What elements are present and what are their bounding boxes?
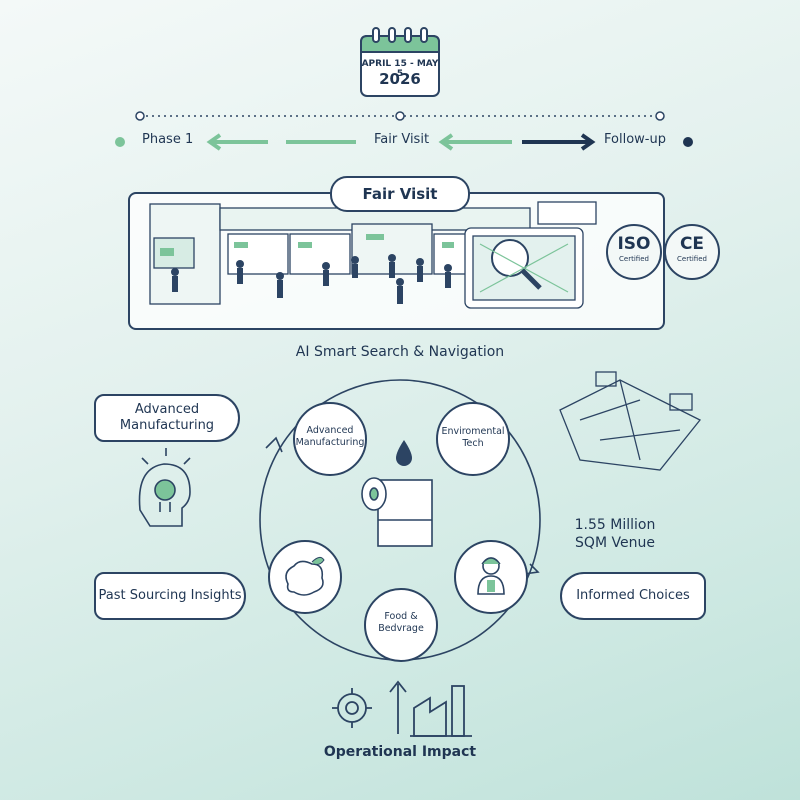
- phase1-dot: [115, 137, 125, 147]
- node-environmental-tech: [436, 402, 510, 476]
- calendar-date-range: APRIL 15 - MAY 5: [361, 59, 439, 79]
- node-advanced-manufacturing-label: Advanced Manufacturing: [295, 425, 365, 448]
- fair-visit-panel: [128, 192, 665, 330]
- exhibition-hall-illustration: [149, 201, 597, 309]
- timeline-fair-visit: Fair Visit: [374, 132, 430, 147]
- arrow-left-green: [206, 133, 356, 151]
- tag-advanced-manufacturing: Advanced Manufacturing: [94, 394, 240, 442]
- iso-badge: ISO Certified: [606, 224, 662, 280]
- node-advanced-manufacturing: [293, 402, 367, 476]
- arrow-left-green-2: [438, 133, 512, 151]
- timeline-dot-start: [135, 111, 145, 121]
- cycle-diagram: [138, 371, 702, 737]
- lightbulb-head-icon: [138, 448, 191, 527]
- ce-badge-label: CE: [679, 234, 705, 254]
- fair-visit-title: Fair Visit: [330, 176, 470, 212]
- node-worker: [454, 540, 528, 614]
- operational-impact-caption: Operational Impact: [323, 744, 477, 760]
- ce-badge-sub: Certified: [677, 255, 707, 263]
- arrow-right-navy: [522, 133, 596, 151]
- cycle-arrow-right: [523, 563, 540, 575]
- node-food-beverage-label: Food & Bedvrage: [378, 611, 424, 634]
- timeline-phase1: Phase 1: [142, 132, 194, 147]
- iso-badge-label: ISO: [617, 234, 651, 254]
- node-food-beverage: [364, 588, 438, 662]
- calendar-graphic: [360, 27, 440, 97]
- calendar-icon: APRIL 15 - MAY 5 2026: [359, 26, 441, 98]
- worker-icon: [477, 557, 505, 595]
- ce-badge: CE Certified: [664, 224, 720, 280]
- ai-search-caption: AI Smart Search & Navigation: [295, 344, 505, 360]
- floor-plan-map-icon: [559, 371, 702, 471]
- tag-past-sourcing: Past Sourcing Insights: [94, 572, 246, 620]
- paper-roll-icon: [361, 477, 433, 547]
- cycle-arrow-top: [265, 436, 283, 453]
- timeline-followup: Follow-up: [604, 132, 666, 147]
- calendar-year: 2026: [379, 70, 421, 88]
- tag-informed-choices: Informed Choices: [560, 572, 706, 620]
- brain-icon: [285, 556, 325, 596]
- node-environmental-tech-label: Enviromental Tech: [441, 426, 505, 449]
- timeline-dot-end: [655, 111, 665, 121]
- followup-dot: [683, 137, 693, 147]
- node-brain-insights: [268, 540, 342, 614]
- gear-growth-factory-icon: [332, 680, 472, 737]
- timeline-dot-mid: [395, 111, 405, 121]
- iso-badge-sub: Certified: [619, 255, 649, 263]
- timeline-graphic: [115, 111, 693, 151]
- water-drop-icon: [396, 440, 412, 466]
- venue-caption: 1.55 Million SQM Venue: [574, 517, 656, 551]
